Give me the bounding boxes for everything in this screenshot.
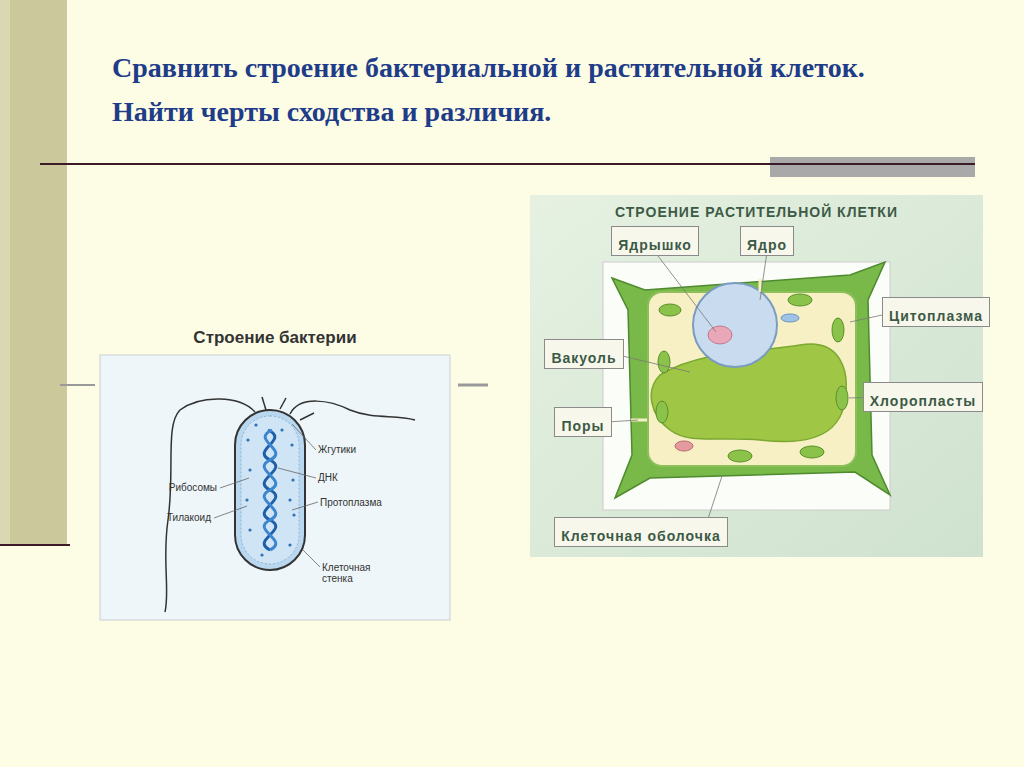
part-label: Клеточная стенка (322, 562, 382, 584)
null-part-part (655, 252, 716, 332)
null-part-part (832, 318, 844, 342)
null-part-part (288, 543, 291, 546)
part-label: Цитоплазма (889, 310, 983, 323)
slide-decoration-part (0, 0, 10, 545)
part-label: Клеточная оболочка (561, 530, 720, 543)
null-part (245, 423, 295, 556)
null-part-part (248, 528, 251, 531)
slide-decoration-part (0, 0, 67, 545)
null-part-part (836, 386, 848, 410)
bacteria-illustration-part (241, 416, 299, 564)
part-label-box: Цитоплазма (882, 297, 990, 327)
null-part-part (788, 294, 812, 306)
null-part-part (254, 423, 257, 426)
null-part (607, 252, 896, 525)
slide-title: Сравнить строение бактериальной и растит… (112, 46, 952, 134)
part-label: Тилакоид (167, 512, 211, 523)
bacteria-panel: Строение бактерии (100, 322, 450, 620)
slide-decoration-part (0, 544, 70, 546)
part-label: Хлоропласты (870, 395, 976, 408)
null-part-part (292, 424, 316, 450)
plant-cell-illustration-part (781, 314, 799, 322)
null-part-part (288, 498, 291, 501)
plant-cell-illustration-part (603, 262, 890, 510)
null-part-part (659, 304, 681, 316)
part-label-box: Ядрышко (611, 226, 699, 256)
part-label: Поры (561, 420, 604, 433)
part-label-box: Хлоропласты (863, 382, 983, 412)
part-label: Жгутики (318, 444, 356, 455)
part-label: Протоплазма (320, 497, 382, 508)
part-label-box: Поры (554, 407, 611, 437)
part-label: Вакуоль (551, 352, 616, 365)
null-part-part (214, 506, 247, 518)
plant-cell-illustration-part (693, 283, 777, 367)
part-label-box: Клеточная оболочка (554, 517, 727, 547)
bacteria-illustration-part (264, 430, 276, 550)
null-part-part (278, 468, 316, 478)
panel-heading: Строение бактерии (100, 328, 450, 348)
null-part-part (245, 498, 248, 501)
panel-heading: СТРОЕНИЕ РАСТИТЕЛЬНОЙ КЛЕТКИ (530, 204, 983, 220)
null-part (631, 279, 760, 420)
null-part-part (658, 351, 670, 373)
null-part-part (614, 354, 690, 372)
slide-decoration-part (40, 163, 975, 165)
null-part-part (607, 420, 638, 422)
null-part-part (290, 443, 293, 446)
null-part-part (260, 553, 263, 556)
plant-cell-illustration-part (612, 262, 890, 498)
null-part-part (292, 502, 318, 510)
bacteria-illustration-part (300, 413, 314, 420)
plant-cell-panel: СТРОЕНИЕ РАСТИТЕЛЬНОЙ КЛЕТКИ Ядрышко ЯдроЦ… (530, 195, 983, 557)
plant-cell-illustration-part (675, 441, 693, 451)
bacteria-illustration-part (280, 398, 286, 409)
null-part-part (246, 438, 249, 441)
null-part (656, 294, 848, 462)
null-part-part (303, 550, 320, 567)
null-part-part (220, 478, 249, 488)
bacteria-illustration-part (290, 401, 415, 420)
null-part-part (248, 468, 251, 471)
plant-cell-illustration-part (530, 195, 983, 557)
null-part-part (291, 478, 294, 481)
bacteria-illustration-part (262, 397, 266, 410)
bacteria-illustration (100, 355, 450, 620)
part-label-box: Ядро (740, 226, 794, 256)
bacteria-illustration-part (100, 355, 450, 620)
null-part-part (656, 401, 668, 423)
null-part-part (280, 428, 283, 431)
bacteria-illustration-part (264, 430, 276, 550)
part-label: ДНК (318, 472, 338, 483)
bacteria-illustration-part (235, 410, 305, 570)
null-part (214, 424, 320, 567)
plant-cell-illustration-part (708, 326, 732, 344)
slide-decoration-part (458, 384, 488, 387)
slide-decoration-part (60, 384, 95, 386)
slide-decoration-part (770, 157, 975, 177)
plant-cell-illustration (530, 195, 983, 557)
part-label: Рибосомы (169, 482, 217, 493)
part-label: Ядрышко (618, 239, 692, 252)
part-label-box: Вакуоль (544, 339, 623, 369)
null-part-part (292, 513, 295, 516)
null-part-part (800, 446, 824, 458)
part-label: Ядро (747, 239, 787, 252)
null-part-part (728, 450, 752, 462)
null-part-part (760, 252, 767, 300)
